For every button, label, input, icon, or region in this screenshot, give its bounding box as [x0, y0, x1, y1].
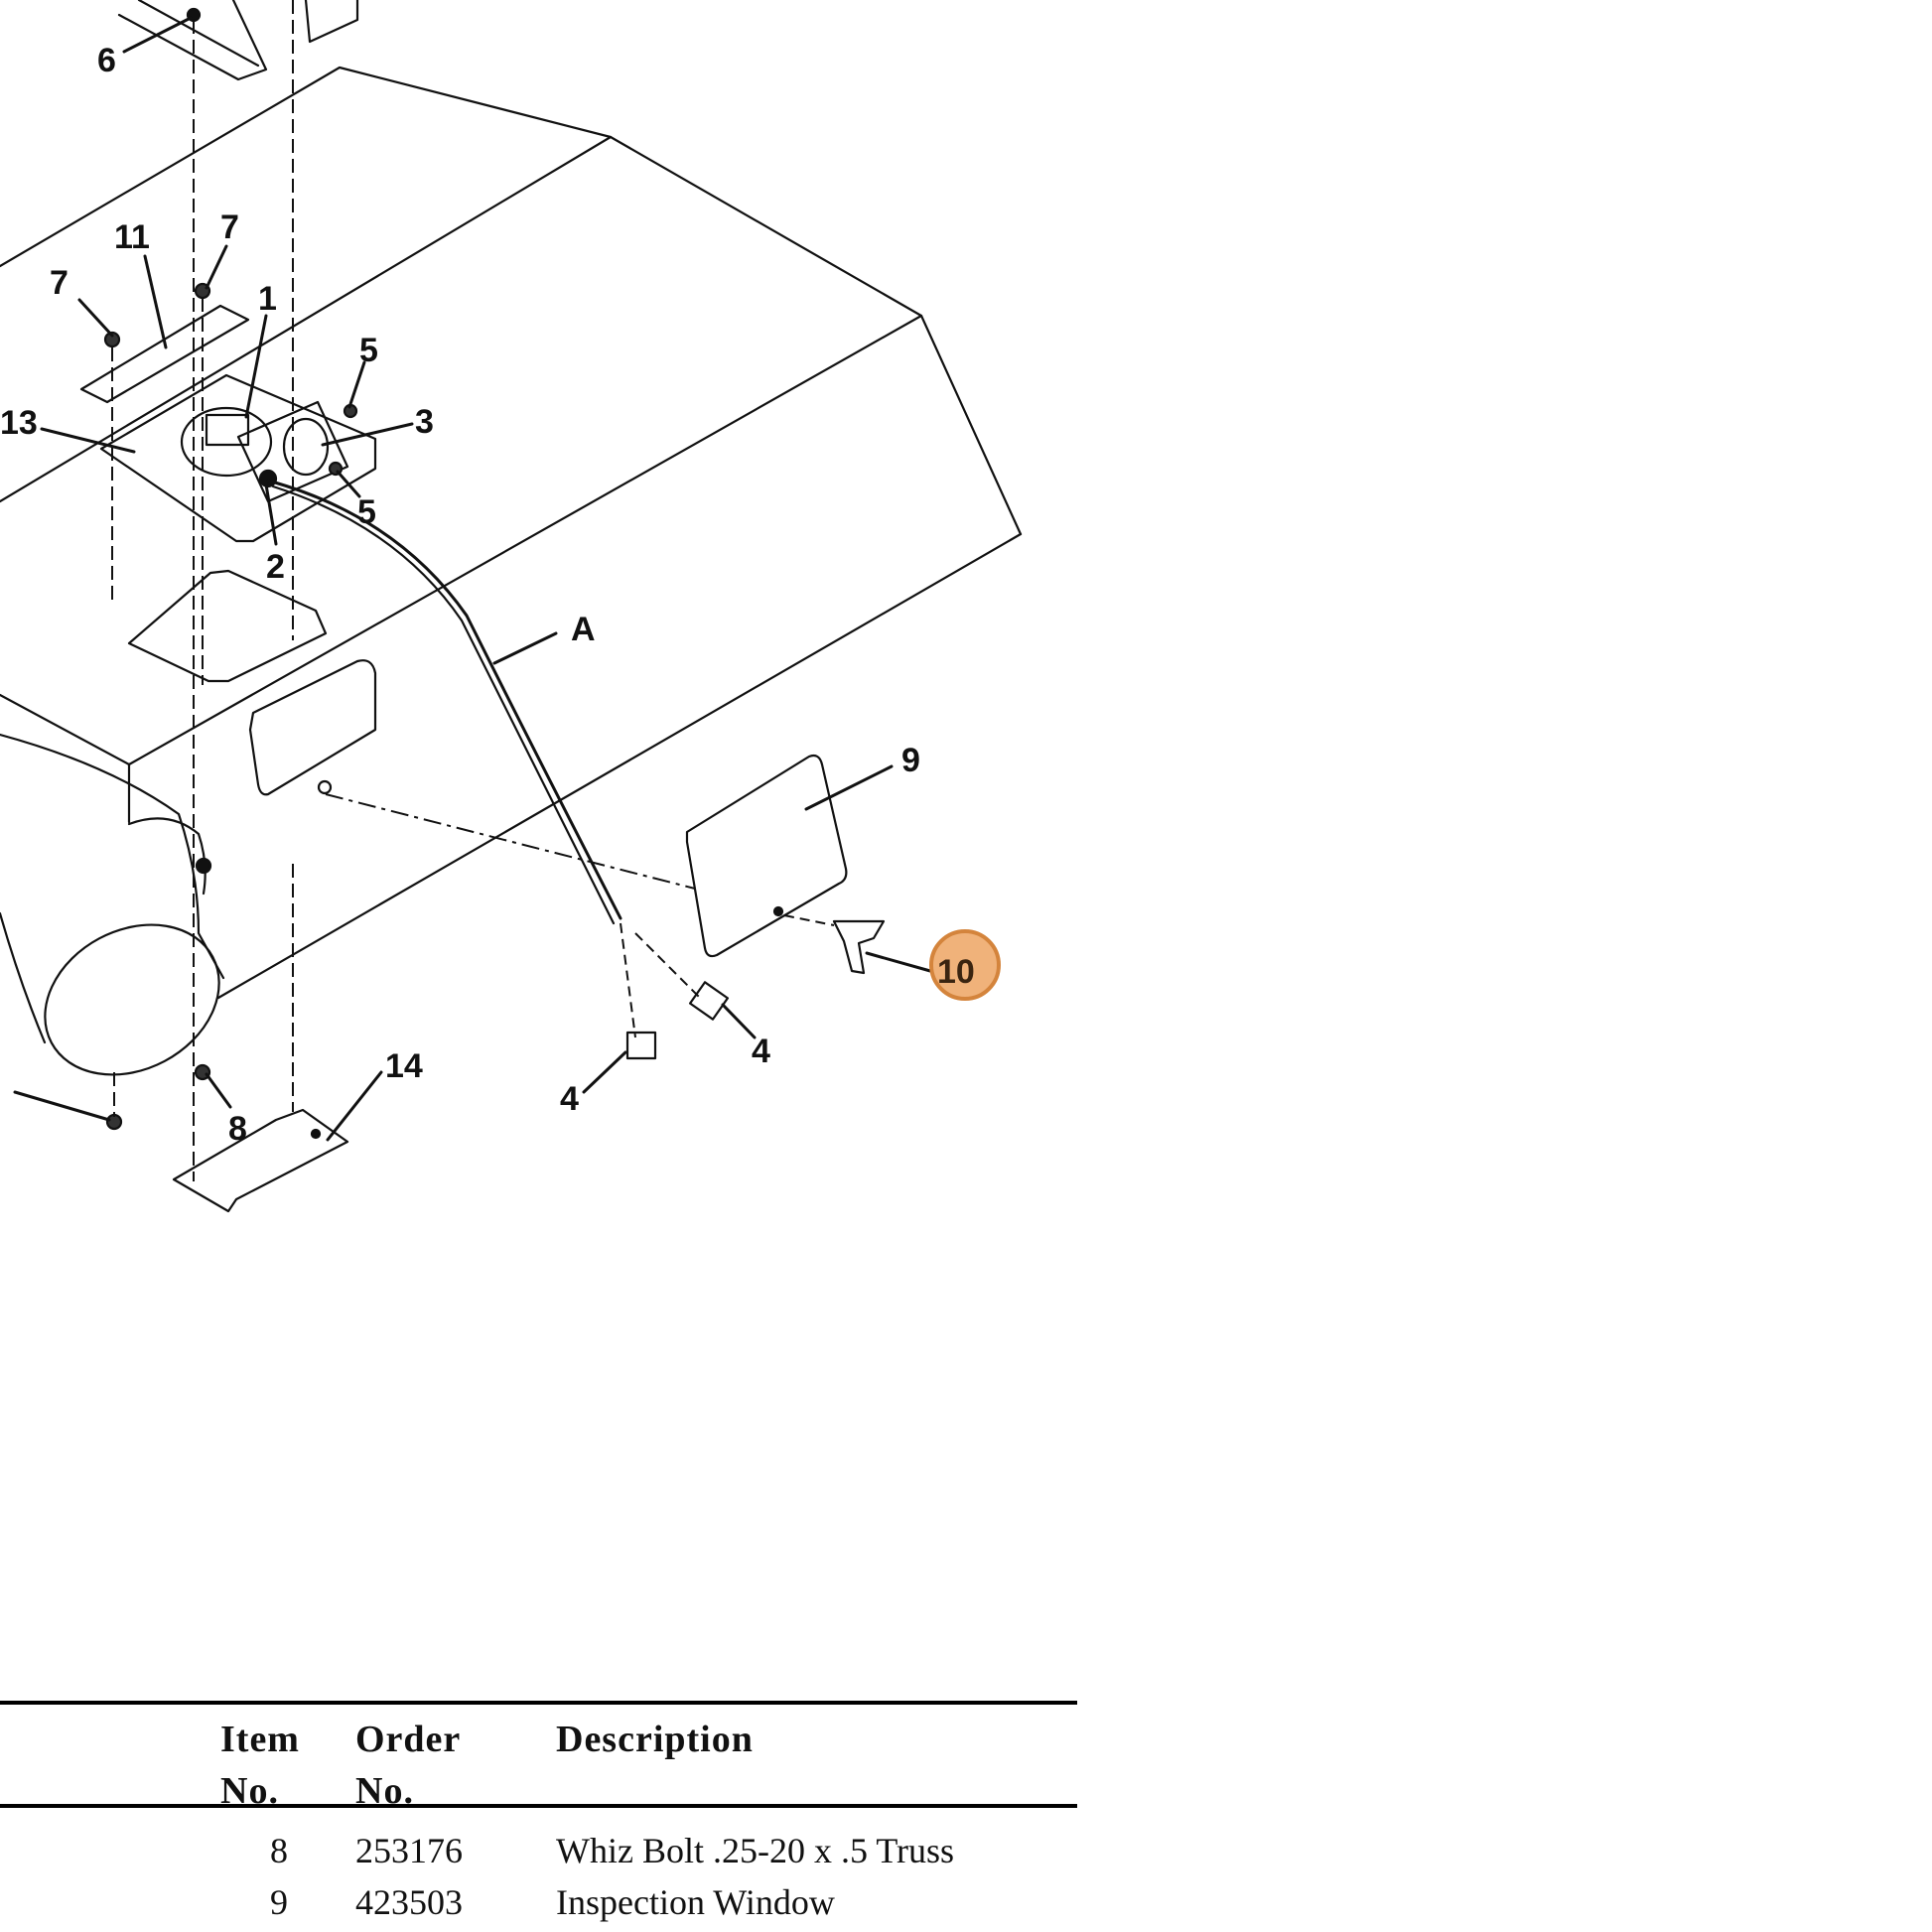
- spout-mouth: [44, 923, 220, 1076]
- strip-plate: [79, 304, 250, 404]
- callout-13: 13: [0, 404, 38, 442]
- callout-7: 7: [50, 264, 69, 302]
- housing-ridge: [0, 135, 613, 503]
- table-top-rule: [0, 1701, 1077, 1705]
- callout-11: 11: [114, 218, 150, 256]
- access-hole: [127, 569, 328, 683]
- header-description: Description: [556, 1719, 754, 1760]
- housing-front-edge: [127, 314, 923, 766]
- callout-8: 8: [228, 1110, 247, 1148]
- spout-flange: [127, 817, 207, 896]
- callout-1: 1: [258, 280, 277, 318]
- spout-body: [0, 733, 225, 980]
- cell-description: Whiz Bolt .25-20 x .5 Truss: [556, 1831, 955, 1870]
- callout-A: A: [571, 611, 596, 648]
- cell-order-no: 423503: [355, 1882, 463, 1922]
- bottom-bracket: [172, 1108, 349, 1213]
- callout-5: 5: [359, 332, 378, 369]
- table-header-rule: [0, 1804, 1077, 1808]
- cell-description: Inspection Window: [556, 1882, 835, 1922]
- header-item-no-label: No.: [220, 1770, 279, 1812]
- callout-4: 4: [752, 1033, 770, 1070]
- callout-3: 3: [415, 403, 434, 441]
- header-item-no: Item No.: [220, 1714, 320, 1817]
- motor-base-plate: [99, 373, 377, 543]
- callout-2: 2: [266, 548, 285, 586]
- table-row: 8 253176 Whiz Bolt .25-20 x .5 Truss: [0, 1825, 1077, 1876]
- mount-hole: [317, 779, 333, 795]
- callout-6: 6: [97, 42, 116, 79]
- callout-7: 7: [220, 208, 239, 246]
- housing-left-edge: [0, 693, 131, 766]
- motor-housing: [180, 406, 273, 478]
- table-row: 9 423503 Inspection Window: [0, 1876, 1077, 1928]
- callout-14: 14: [385, 1047, 423, 1085]
- pulley: [282, 417, 330, 477]
- connector-lower: [625, 1031, 657, 1060]
- cell-item-no: 9: [270, 1882, 288, 1922]
- housing-top: [0, 66, 1023, 536]
- header-item-label: Item: [220, 1719, 300, 1760]
- cable-harness: [266, 479, 622, 920]
- window-latch: [832, 919, 886, 975]
- callout-4: 4: [560, 1080, 579, 1118]
- header-order-no-label: No.: [355, 1770, 414, 1812]
- gear-box: [236, 400, 349, 503]
- header-order-no: Order No.: [355, 1714, 475, 1817]
- cell-item-no: 8: [270, 1831, 288, 1870]
- callout-10: 10: [937, 953, 975, 991]
- cell-order-no: 253176: [355, 1831, 463, 1870]
- inspection-window: [685, 754, 848, 958]
- spout-lower: [0, 911, 47, 1044]
- highlight-ring: [929, 929, 1001, 1001]
- callout-5: 5: [357, 493, 376, 531]
- connector-right: [688, 981, 730, 1021]
- motor-terminal: [205, 413, 250, 447]
- side-opening: [248, 659, 377, 796]
- top-bracket: [117, 0, 268, 81]
- housing-side-bottom: [216, 532, 1023, 1000]
- callout-9: 9: [901, 742, 920, 779]
- header-order-label: Order: [355, 1719, 462, 1760]
